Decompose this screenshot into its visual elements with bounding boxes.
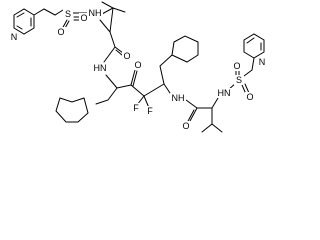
oxygen-top-left-label: O bbox=[57, 27, 64, 37]
fluorine-2-label: F bbox=[147, 106, 153, 116]
pyridine-ring-bottom bbox=[243, 33, 265, 59]
ketone-to-cf2 bbox=[130, 84, 145, 97]
amine-hn-left-label: HN bbox=[94, 63, 107, 73]
amide-top-co-2 bbox=[115, 49, 123, 56]
amide-top-co bbox=[114, 46, 124, 54]
ethyl-linker-bottom bbox=[243, 57, 255, 77]
benzyl-left-chain bbox=[95, 87, 118, 105]
so-bond-bottom-right-2 bbox=[244, 83, 250, 94]
isopropyl-top-methyl bbox=[112, 7, 126, 13]
pyridine-nitrogen-top-label: N bbox=[11, 32, 18, 42]
alpha-to-carbonyl-top bbox=[109, 31, 116, 48]
chemical-structure-diagram: S O O NH N O HN O F F NH O HN S O O N bbox=[9, 1, 267, 133]
isopropyl-top bbox=[101, 1, 115, 15]
amide-bottom-co-2 bbox=[186, 109, 195, 124]
pyridine-bottom-double-1 bbox=[246, 37, 255, 44]
pyridine-ring-top bbox=[13, 8, 35, 35]
oxygen-bottom-left-label: O bbox=[233, 61, 240, 71]
hn-to-center bbox=[105, 74, 118, 89]
amine-hn-bottom-label: HN bbox=[218, 88, 231, 98]
center-to-ketone bbox=[116, 84, 132, 89]
isopropyl-bottom-methyl bbox=[211, 123, 223, 133]
amide-oxygen-top-label: O bbox=[123, 51, 130, 61]
benzene-ring-right bbox=[171, 35, 199, 63]
cf2-to-ch-right bbox=[143, 83, 165, 97]
atom-labels: S O O NH N O HN O F F NH O HN S O O N bbox=[9, 8, 267, 131]
pyridine-nitrogen-bottom-label: N bbox=[259, 57, 266, 67]
carbonyl-to-hn bbox=[103, 46, 116, 63]
alpha-to-hn-bottom bbox=[211, 97, 219, 109]
amine-nh-right-label: NH bbox=[172, 93, 185, 103]
sulfur-top-label: S bbox=[65, 9, 71, 19]
oxygen-top-right-label: O bbox=[80, 13, 87, 23]
pyridine-top-double-1 bbox=[16, 12, 25, 18]
amine-nh-top-label: NH bbox=[89, 8, 102, 18]
benzyl-right-chain bbox=[159, 54, 173, 85]
fluorine-1-label: F bbox=[133, 103, 139, 113]
ketone-co-2 bbox=[132, 70, 138, 87]
alpha-to-isopropyl-top bbox=[109, 7, 114, 33]
ketone-oxygen-label: O bbox=[134, 60, 141, 70]
ethyl-linker-top bbox=[33, 8, 64, 16]
amide-oxygen-bottom-label: O bbox=[182, 121, 189, 131]
ketone-co bbox=[130, 69, 136, 86]
sulfur-bottom-label: S bbox=[236, 75, 242, 85]
nh-right-to-carbonyl bbox=[185, 99, 198, 109]
benzene-ring-left bbox=[55, 97, 89, 123]
amide-bottom-co bbox=[189, 107, 198, 122]
pyridine-top-double-3 bbox=[16, 25, 23, 30]
isopropyl-bottom bbox=[201, 107, 213, 133]
oxygen-bottom-right-label: O bbox=[246, 92, 253, 102]
nh-to-alpha-top bbox=[99, 19, 111, 33]
